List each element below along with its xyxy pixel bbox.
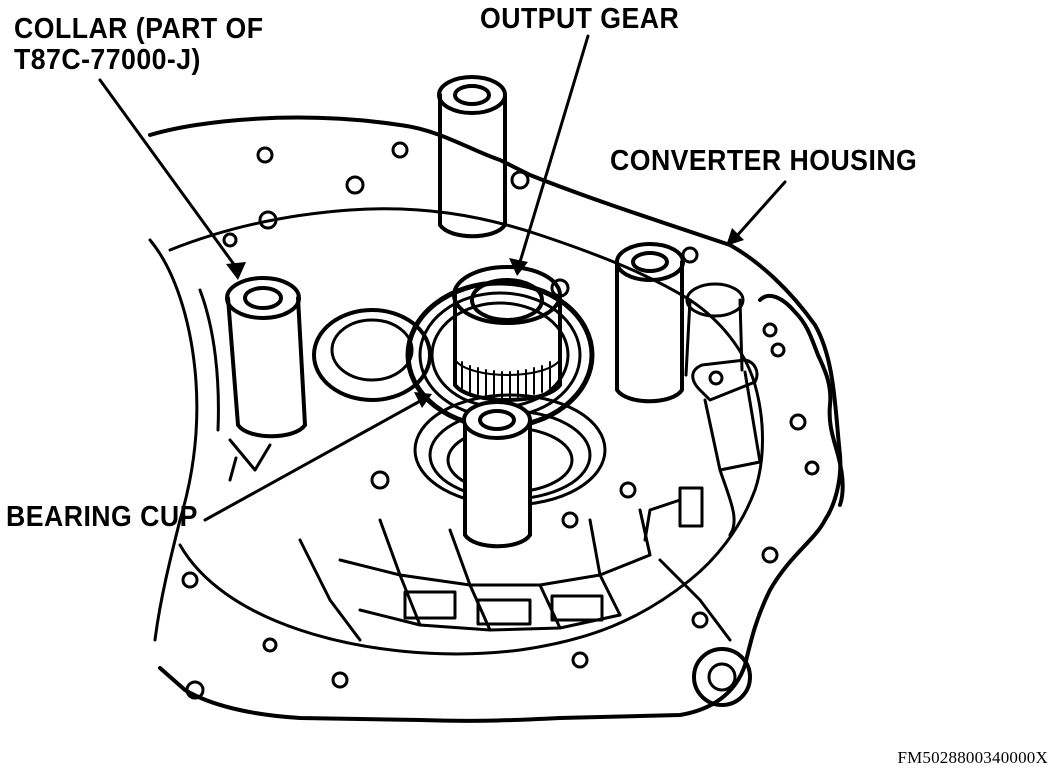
shift-lever [643,282,762,542]
leader-bearing-cup [203,398,424,522]
dowel-pin-top [437,75,507,239]
arrow-bearing-cup [414,392,432,408]
bolt-holes [181,141,820,700]
leader-converter-housing [733,180,787,240]
collar-left [225,276,307,439]
collar-right [615,242,685,404]
mounting-boss [692,647,752,707]
rib-webbing [298,508,732,642]
label-converter-housing: CONVERTER HOUSING [610,145,918,177]
left-cavity [148,238,199,642]
leader-collar [98,78,240,272]
output-gear [452,265,562,402]
arrow-collar [226,262,246,280]
leader-lines [98,34,787,522]
label-bearing-cup: BEARING CUP [6,501,198,533]
figure-id: FM5028800340000X [897,748,1048,767]
bore-opening [312,308,432,402]
inner-wall [168,207,764,656]
arrow-output-gear [509,258,528,276]
label-output-gear: OUTPUT GEAR [480,3,680,35]
flange-edge [758,293,845,507]
label-collar: COLLAR (PART OF T87C-77000-J) [14,14,263,76]
arrow-converter-housing [726,228,744,246]
dowel-pin-front [462,400,532,549]
label-collar-line1: COLLAR (PART OF [14,13,264,45]
label-collar-line2: T87C-77000-J) [14,44,201,76]
leader-output-gear [518,34,590,264]
